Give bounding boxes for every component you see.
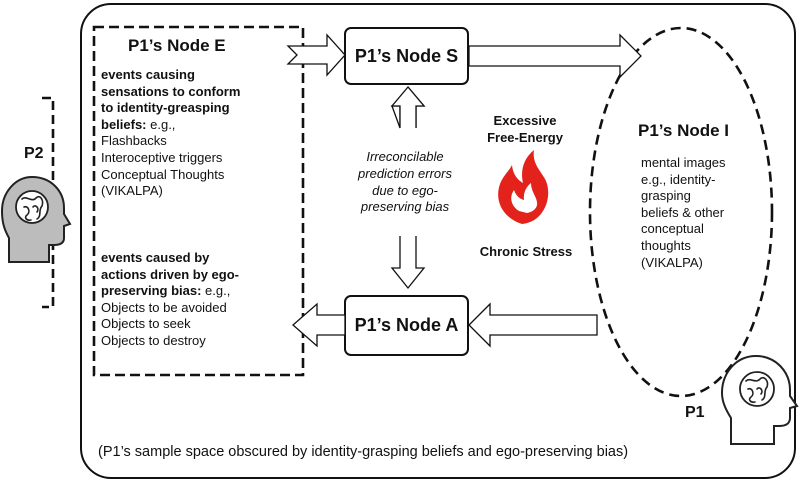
node-e-section-1-heading-last: beliefs: e.g., bbox=[101, 117, 301, 134]
node-i-ellipse bbox=[588, 26, 774, 398]
node-e-eg-1: e.g., bbox=[146, 116, 176, 132]
prediction-line: due to ego- bbox=[372, 182, 438, 198]
flame-icon bbox=[498, 150, 549, 224]
node-e-item: Conceptual Thoughts bbox=[101, 166, 225, 182]
node-e-box bbox=[92, 25, 305, 377]
node-i-line: conceptual bbox=[641, 221, 704, 237]
node-e-section-1: events causing sensations to conform to … bbox=[101, 67, 301, 200]
node-e-section-2: events caused by actions driven by ego- … bbox=[101, 250, 301, 350]
prediction-errors-text: Irreconcilable prediction errors due to … bbox=[335, 149, 475, 216]
node-i-line: thoughts bbox=[641, 237, 691, 253]
arrow-up-head bbox=[390, 85, 426, 128]
node-e-item: (VIKALPA) bbox=[101, 183, 163, 199]
node-a-label: P1’s Node A bbox=[354, 315, 459, 335]
node-i-line: e.g., identity- bbox=[641, 171, 716, 187]
node-i-line: mental images bbox=[641, 155, 726, 170]
node-e-item: Objects to seek bbox=[101, 316, 191, 332]
sample-space-frame bbox=[80, 3, 796, 479]
node-e-bias-label: preserving bias: bbox=[101, 283, 202, 299]
node-e-title: P1’s Node E bbox=[128, 36, 226, 55]
arrow-i-to-a bbox=[468, 302, 598, 348]
p1-label: P1 bbox=[685, 404, 705, 421]
node-e-item: Interoceptive triggers bbox=[101, 149, 223, 165]
node-s-label: P1’s Node S bbox=[354, 46, 459, 66]
node-e-section-1-heading: sensations to conform bbox=[101, 83, 241, 99]
node-s-box bbox=[344, 27, 469, 85]
prediction-line: prediction errors bbox=[358, 165, 452, 181]
node-e-eg-2: e.g., bbox=[201, 283, 231, 299]
head-brain-icon-p1 bbox=[720, 354, 799, 445]
arrow-a-to-e bbox=[292, 302, 346, 348]
node-e-beliefs-label: beliefs: bbox=[101, 116, 147, 132]
free-energy-line: Free-Energy bbox=[487, 130, 563, 145]
node-e-section-2-heading: events caused by bbox=[101, 250, 210, 265]
head-brain-icon-p2 bbox=[0, 175, 72, 263]
node-e-section-2-heading: actions driven by ego- bbox=[101, 266, 239, 282]
node-e-item: Flashbacks bbox=[101, 133, 167, 149]
node-i-title: P1’s Node I bbox=[638, 121, 730, 140]
arrow-down-head bbox=[390, 236, 426, 290]
node-e-item: Objects to destroy bbox=[101, 332, 206, 348]
free-energy-text: Excessive Free-Energy bbox=[475, 112, 575, 146]
node-e-section-1-heading: to identity-greasping bbox=[101, 100, 230, 116]
p2-label: P2 bbox=[24, 145, 44, 162]
free-energy-line: Excessive bbox=[493, 113, 557, 128]
node-i-body: mental images e.g., identity- grasping b… bbox=[641, 155, 761, 271]
chronic-stress-text: Chronic Stress bbox=[479, 244, 573, 259]
node-e-section-1-heading: events causing bbox=[101, 67, 195, 82]
node-e-section-2-heading-last: preserving bias: e.g., bbox=[101, 283, 301, 300]
node-e-item: Objects to be avoided bbox=[101, 299, 227, 315]
prediction-line: Irreconcilable bbox=[366, 149, 444, 164]
node-i-line: beliefs & other bbox=[641, 204, 725, 220]
node-i-line: (VIKALPA) bbox=[641, 254, 703, 270]
sample-space-caption: (P1’s sample space obscured by identity-… bbox=[98, 444, 629, 460]
node-i-line: grasping bbox=[641, 188, 691, 204]
prediction-line: preserving bias bbox=[360, 199, 450, 215]
arrow-s-to-i bbox=[468, 33, 642, 79]
arrow-e-to-s bbox=[286, 33, 346, 77]
